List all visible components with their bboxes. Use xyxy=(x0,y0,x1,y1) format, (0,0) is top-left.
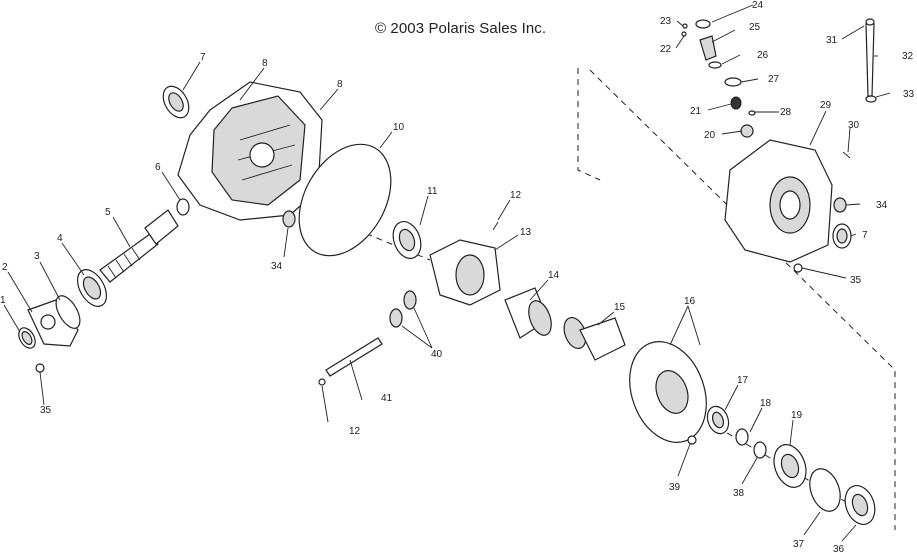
part-pin-12-lower xyxy=(318,378,326,386)
part-plug-34-left xyxy=(282,210,296,228)
callout-17: 17 xyxy=(737,375,749,386)
guide-left-bracket xyxy=(577,68,601,181)
callout-24: 24 xyxy=(752,0,764,11)
leader-lines xyxy=(3,4,891,542)
callout-6: 6 xyxy=(155,162,161,173)
part-bolt-35-right xyxy=(793,263,803,273)
part-seal-19 xyxy=(773,444,807,488)
part-pinion-shaft-5 xyxy=(99,209,179,283)
part-o-ring-10 xyxy=(298,143,392,257)
part-24 xyxy=(695,19,711,29)
callout-15: 15 xyxy=(614,302,626,313)
part-bearing-17 xyxy=(706,405,730,435)
part-26 xyxy=(708,61,722,69)
part-bearing-4 xyxy=(76,269,108,307)
callout-35-left: 35 xyxy=(40,405,52,416)
part-31 xyxy=(865,18,875,26)
part-collar-6 xyxy=(176,198,190,216)
callout-20: 20 xyxy=(704,130,716,141)
part-bearing-36 xyxy=(844,485,876,525)
part-ring-38 xyxy=(753,441,767,459)
callout-21: 21 xyxy=(690,106,702,117)
part-cover-plate-2 xyxy=(27,299,79,347)
part-pin-12-upper xyxy=(492,221,499,231)
callout-26: 26 xyxy=(757,50,769,61)
callout-2: 2 xyxy=(2,262,8,273)
callout-4: 4 xyxy=(57,233,63,244)
callout-12-upper: 12 xyxy=(510,190,522,201)
part-main-housing-8 xyxy=(177,81,323,221)
part-vent-stack xyxy=(681,19,756,138)
callout-16: 16 xyxy=(684,296,696,307)
callout-3: 3 xyxy=(34,251,40,262)
part-21 xyxy=(730,96,742,110)
part-side-gear-14 xyxy=(504,287,552,339)
callout-39: 39 xyxy=(669,482,681,493)
part-32 xyxy=(865,23,875,97)
callout-33: 33 xyxy=(903,89,915,100)
part-25 xyxy=(699,35,717,61)
callout-31: 31 xyxy=(826,35,838,46)
callout-5: 5 xyxy=(105,207,111,218)
part-o-ring-37 xyxy=(809,468,841,512)
callout-8-upper: 8 xyxy=(262,58,268,69)
callout-34-left: 34 xyxy=(271,261,283,272)
callout-12-lower: 12 xyxy=(349,426,361,437)
part-washer-18 xyxy=(735,428,749,446)
callout-13: 13 xyxy=(520,227,532,238)
callout-23: 23 xyxy=(660,16,672,27)
callout-30: 30 xyxy=(848,120,860,131)
part-seal-1 xyxy=(18,327,36,349)
callout-7-lower: 7 xyxy=(862,230,868,241)
callout-19: 19 xyxy=(791,410,803,421)
callout-22: 22 xyxy=(660,44,672,55)
part-27 xyxy=(724,77,742,87)
callout-35-right: 35 xyxy=(850,275,862,286)
callout-25: 25 xyxy=(749,22,761,33)
part-bolt-35-left xyxy=(35,363,45,373)
callout-7-upper: 7 xyxy=(200,52,206,63)
part-screw-30 xyxy=(842,151,851,159)
callout-8-lower: 8 xyxy=(337,79,343,90)
part-side-gear-15 xyxy=(563,316,626,361)
callout-1: 1 xyxy=(0,295,6,306)
part-22 xyxy=(681,31,687,37)
part-seal-11 xyxy=(392,221,422,259)
copyright-notice: © 2003 Polaris Sales Inc. xyxy=(375,20,547,37)
part-cross-shaft-41 xyxy=(325,337,383,377)
callout-29: 29 xyxy=(820,100,832,111)
part-dipstick xyxy=(865,18,877,103)
part-28 xyxy=(748,110,756,116)
callout-38: 38 xyxy=(733,488,745,499)
part-23 xyxy=(682,23,688,29)
callout-36: 36 xyxy=(833,544,845,552)
callout-32: 32 xyxy=(902,51,914,62)
callout-41: 41 xyxy=(381,393,393,404)
part-ring-gear-16 xyxy=(629,341,707,443)
part-diff-case-13 xyxy=(429,239,501,306)
part-seal-7-upper xyxy=(162,85,190,119)
callout-40: 40 xyxy=(431,349,443,360)
callout-27: 27 xyxy=(768,74,780,85)
part-bolt-39 xyxy=(687,435,697,445)
part-cover-housing-29 xyxy=(724,139,833,263)
part-20 xyxy=(740,124,754,138)
part-gears-40 xyxy=(389,290,433,349)
callout-28: 28 xyxy=(780,107,792,118)
callout-18: 18 xyxy=(760,398,772,409)
part-seal-7-lower xyxy=(832,223,852,249)
callout-14: 14 xyxy=(548,270,560,281)
part-plug-34-right xyxy=(833,197,847,213)
callout-11: 11 xyxy=(427,186,438,197)
part-o-ring-3 xyxy=(55,295,81,329)
part-33 xyxy=(865,95,877,103)
callout-10: 10 xyxy=(393,122,405,133)
callout-34-right: 34 xyxy=(876,200,888,211)
callout-37: 37 xyxy=(793,539,805,550)
